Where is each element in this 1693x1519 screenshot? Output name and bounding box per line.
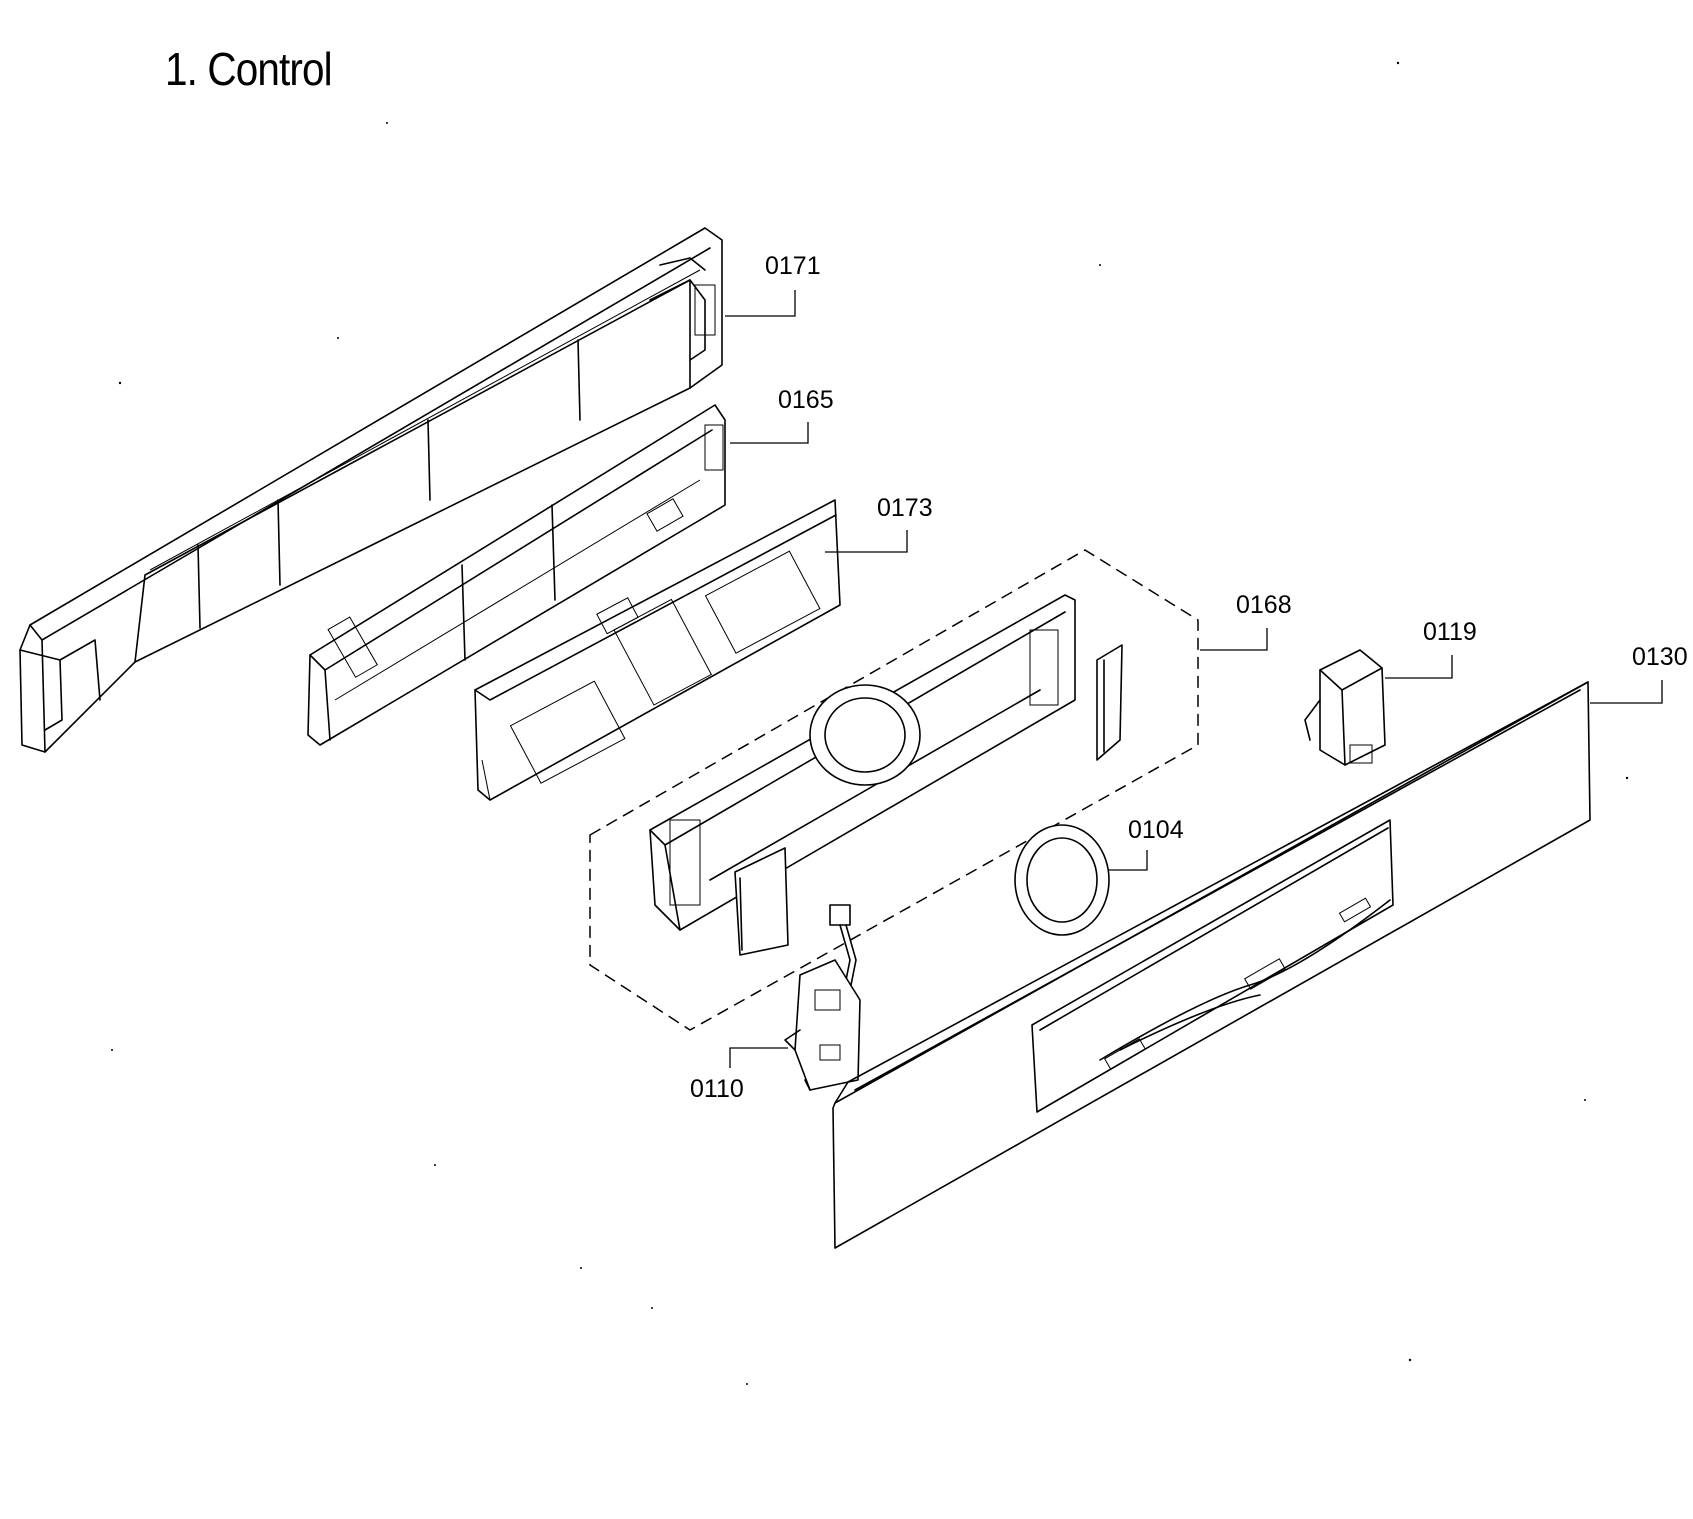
callout-0130: 0130 [1590,643,1688,704]
callout-label-0130: 0130 [1632,643,1688,671]
callout-0173: 0173 [825,494,933,553]
callout-label-0165: 0165 [778,386,834,414]
part-0171-housing-frame [19,227,723,753]
callout-label-0110: 0110 [690,1075,744,1103]
callout-label-0171: 0171 [765,252,821,280]
callout-0110: 0110 [690,1047,788,1103]
callout-label-0104: 0104 [1128,816,1184,844]
callout-0171: 0171 [725,252,821,317]
part-0168-control-module-group [589,549,1199,1031]
callout-0119: 0119 [1385,618,1477,679]
part-0130-front-fascia [832,681,1591,1249]
callout-label-0119: 0119 [1423,618,1477,646]
page-title: 1. Control [165,43,333,95]
part-0110-switch-connector [784,904,861,1091]
callout-label-0173: 0173 [877,494,933,522]
scan-specks [111,61,1629,1385]
part-0119-component [1304,649,1386,766]
callout-label-0168: 0168 [1236,591,1292,619]
callout-0165: 0165 [730,386,834,444]
part-0104-knob-ring [1014,824,1110,936]
callout-0104: 0104 [1108,816,1184,871]
part-0165-board-carrier [307,404,726,746]
callout-0168: 0168 [1200,591,1292,651]
part-0173-electronic-board [474,499,841,801]
